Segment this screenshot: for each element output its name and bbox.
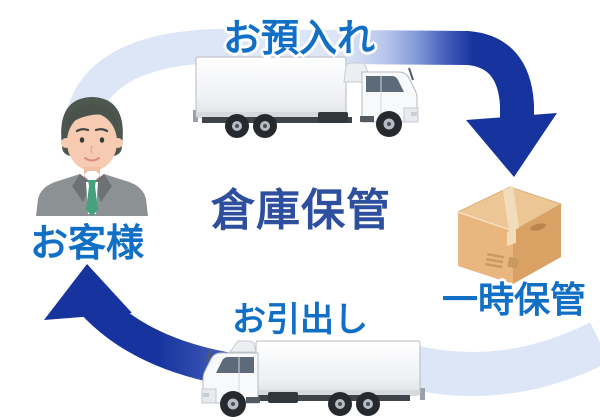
- deposit-flow-band: [66, 28, 534, 137]
- page-title: 倉庫保管: [211, 185, 391, 236]
- truck-icon-deposit: [193, 56, 419, 138]
- withdrawal-arrowhead-icon: [44, 264, 132, 320]
- withdrawal-flow-band-light: [402, 322, 600, 396]
- deposit-flow-arrow: [66, 28, 557, 177]
- label-deposit: お預入れ: [222, 16, 376, 60]
- label-temporary-storage: 一時保管: [441, 280, 587, 321]
- label-withdrawal: お引出し: [232, 300, 368, 340]
- label-customer: お客様: [29, 221, 145, 265]
- truck-icon-withdrawal: [201, 340, 425, 417]
- truck-wheels: [225, 111, 402, 138]
- truck-wheels: [220, 391, 380, 417]
- deposit-arrowhead-icon: [466, 113, 557, 177]
- storage-box-icon: [456, 186, 563, 284]
- customer-icon: [36, 97, 148, 216]
